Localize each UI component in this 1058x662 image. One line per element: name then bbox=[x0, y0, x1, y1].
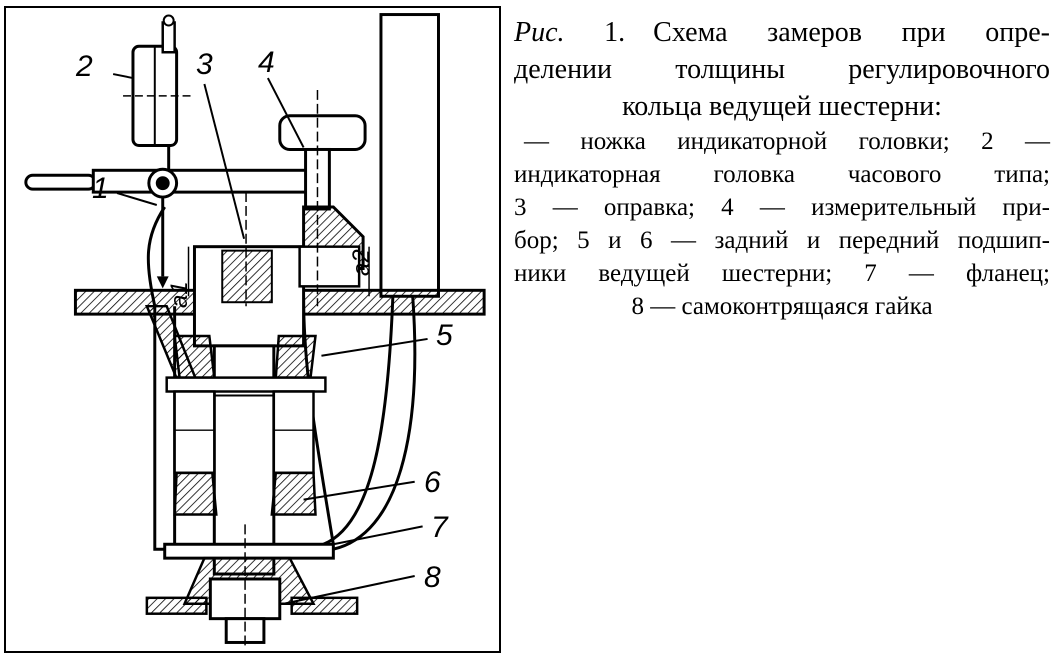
legend-line-4: бор; 5 и 6 — задний и передний подшип- bbox=[514, 227, 1050, 254]
legend-line-5: ники ведущей шестерни; 7 — фланец; bbox=[514, 260, 1050, 287]
callout-3: 3 bbox=[196, 48, 213, 81]
callout-5: 5 bbox=[436, 319, 453, 352]
flange bbox=[163, 542, 335, 560]
legend-line-3: 3 — оправка; 4 — измерительный при- bbox=[514, 194, 1050, 221]
legend-line-6: 8 — самоконтрящаяся гайка bbox=[631, 293, 933, 320]
indicator-arm bbox=[91, 168, 314, 194]
dimension-a1: a1 bbox=[166, 281, 193, 308]
dimension-a2: a2 bbox=[348, 249, 375, 276]
front-bearing bbox=[173, 471, 218, 516]
rear-bearing bbox=[173, 334, 216, 379]
caption-title-line-1: Рис. 1. Схема замеров при опре- bbox=[514, 14, 1050, 51]
caption-title-line-2: делении толщины регулировочного bbox=[514, 54, 1050, 85]
measuring-device-knob bbox=[278, 114, 367, 151]
callout-6: 6 bbox=[424, 466, 441, 499]
callout-7: 7 bbox=[431, 511, 448, 544]
figure-number: 1. bbox=[604, 17, 626, 48]
figure-label: Рис. bbox=[514, 17, 565, 48]
callout-8: 8 bbox=[424, 561, 441, 594]
caption-title-line-3: кольца ведущей шестерни: bbox=[622, 91, 942, 122]
assembly-schematic bbox=[24, 13, 486, 649]
callout-1: 1 bbox=[92, 172, 109, 205]
legend-line-2: индикаторная головка часового типа; bbox=[514, 161, 1050, 188]
caption-title-1: Схема замеров при опре- bbox=[653, 17, 1051, 48]
callout-2: 2 bbox=[76, 50, 93, 83]
callout-4: 4 bbox=[258, 46, 275, 79]
technical-drawing: 2 3 4 1 5 6 7 8 a1 a2 bbox=[4, 6, 501, 653]
figure-caption: Рис. 1. Схема замеров при опре- делении т… bbox=[514, 14, 1050, 323]
legend-line-1: — ножка индикаторной головки; 2 — bbox=[524, 128, 1050, 155]
stand-rod bbox=[379, 13, 440, 298]
